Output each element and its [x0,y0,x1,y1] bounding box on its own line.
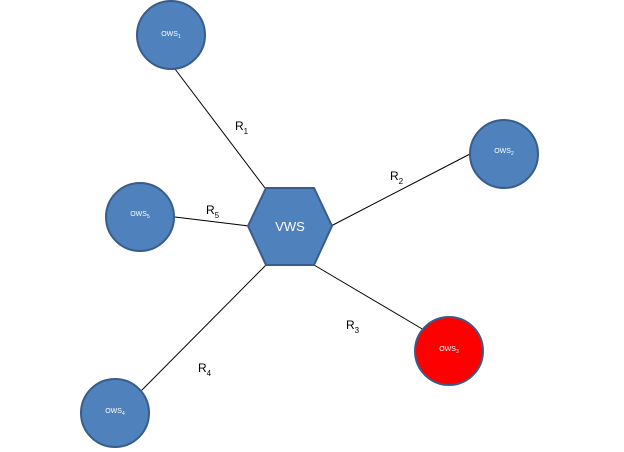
ows5-label: OWS5 [130,211,150,220]
ows1-label: OWS1 [161,31,181,40]
edge-line-r4 [139,264,267,393]
edge-line-r3 [313,264,425,331]
ows1-node [136,0,206,70]
edge-label-r2: R2 [390,169,404,186]
edge-label-r5: R5 [206,203,220,220]
edge-line-r1 [174,68,266,189]
edge-line-r2 [330,153,471,227]
vws-hub-label: VWS [275,219,305,234]
ows4-node [80,378,150,448]
ows2-node [469,119,539,189]
edge-label-r3: R3 [346,318,360,335]
ows3-label: OWS3 [439,346,459,355]
ows3-node [414,316,484,386]
ows4-label: OWS4 [105,408,125,417]
ows2-label: OWS2 [494,148,514,157]
ows5-node [105,182,175,252]
edge-line-r5 [174,216,250,227]
edge-label-r1: R1 [235,119,249,136]
vws-hub-hexagon [246,187,334,266]
edge-label-r4: R4 [198,361,212,378]
